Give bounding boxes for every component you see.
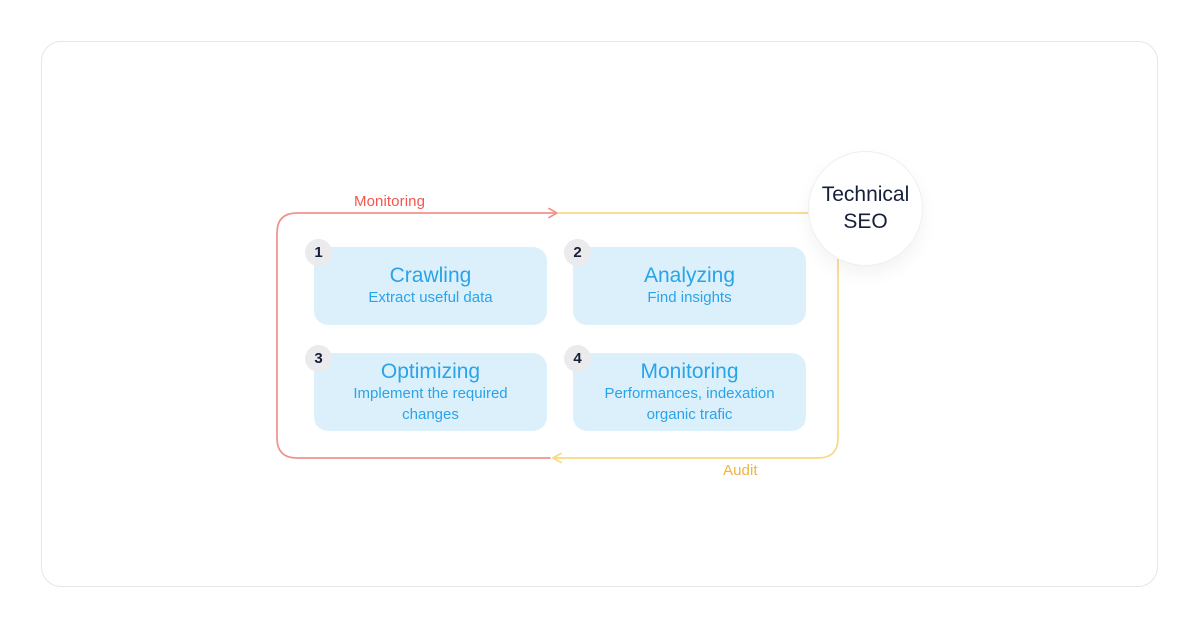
- step-number-badge: 4: [564, 345, 591, 372]
- step-number-badge: 3: [305, 345, 332, 372]
- monitoring-flow-label: Monitoring: [354, 193, 426, 210]
- audit-flow-label: Audit: [723, 462, 758, 479]
- step-subtitle: Performances, indexation organic trafic: [604, 385, 775, 423]
- step-card-monitoring: 4 Monitoring Performances, indexation or…: [564, 345, 806, 431]
- technical-seo-line1: Technical: [821, 183, 910, 207]
- step-subtitle: Implement the required changes: [353, 385, 508, 423]
- technical-seo-circle: Technical SEO: [808, 151, 923, 266]
- step-card-optimizing: 3 Optimizing Implement the required chan…: [305, 345, 547, 431]
- cycle-path-monitoring: [276, 207, 558, 459]
- step-title: Optimizing: [380, 360, 481, 384]
- step-title: Analyzing: [643, 264, 736, 288]
- step-number-badge: 1: [305, 239, 332, 266]
- technical-seo-line2: SEO: [843, 209, 888, 233]
- step-subtitle: Find insights: [647, 289, 732, 307]
- step-subtitle: Extract useful data: [368, 289, 493, 307]
- step-card-analyzing: 2 Analyzing Find insights: [564, 239, 806, 325]
- step-card-crawling: 1 Crawling Extract useful data: [305, 239, 547, 325]
- step-number-badge: 2: [564, 239, 591, 266]
- step-title: Monitoring: [640, 360, 739, 384]
- step-title: Crawling: [389, 264, 472, 288]
